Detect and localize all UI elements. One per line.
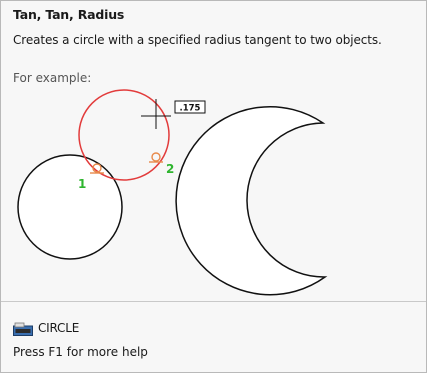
help-text: Press F1 for more help [13,345,148,359]
tooltip-divider [1,301,426,302]
tangent-object-circle [17,154,123,260]
result-circle [78,89,170,181]
command-name: CIRCLE [38,321,80,335]
radius-readout: .175 [180,104,201,114]
command-row: CIRCLE [13,319,79,337]
example-label: For example: [13,71,92,85]
tooltip-title: Tan, Tan, Radius [13,7,125,22]
crosshair-cursor-icon [141,99,171,129]
tangent-label-2: 2 [166,162,174,176]
tangent-object-crescent [175,105,328,296]
tangent-marker-2-icon [149,152,163,163]
radius-readout-box [174,100,206,114]
tangent-label-1: 1 [78,177,86,191]
circle-command-icon [13,321,33,336]
tangent-marker-1-icon [90,163,104,174]
example-illustration: .175 1 2 [17,89,328,296]
tooltip-description: Creates a circle with a specified radius… [13,33,382,47]
